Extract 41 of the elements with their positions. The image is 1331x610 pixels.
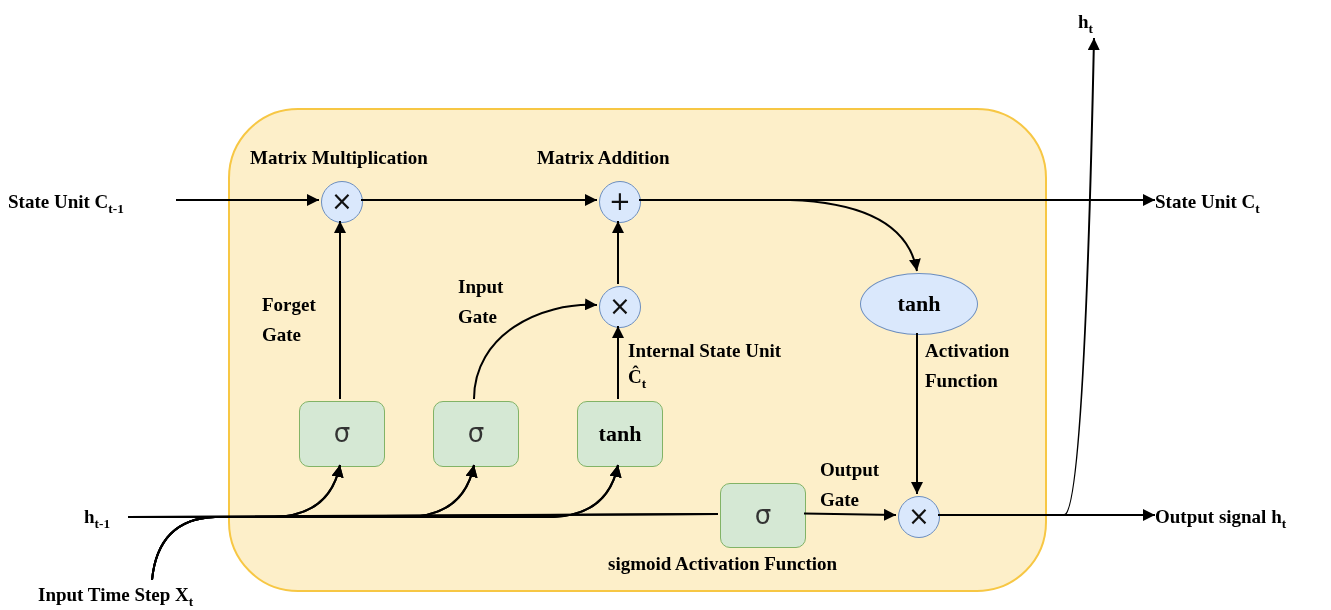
- gate-box: [433, 401, 519, 467]
- arrow: [803, 508, 897, 521]
- signal-label: h$_{t}$: [1078, 10, 1093, 34]
- arrow: [911, 332, 923, 495]
- gate-box: [299, 401, 385, 467]
- arrow: [612, 220, 624, 285]
- operator-symbol: ×: [908, 501, 930, 533]
- operator-symbol: ×: [331, 186, 353, 218]
- signal-label: Output signal h$_{t}$: [1155, 505, 1287, 529]
- operator-circle: [599, 181, 641, 223]
- gate-box: [577, 401, 663, 467]
- lstm-cell-panel: [228, 108, 1047, 592]
- gate-label: Output Gate: [820, 458, 881, 512]
- operator-circle: [898, 496, 940, 538]
- signal-label: h$_{t-1}$: [84, 505, 111, 529]
- function-label: sigmoid Activation Function: [608, 552, 839, 576]
- function-label: tanh: [598, 420, 642, 448]
- signal-label: State Unit C$_{t}$: [1155, 190, 1260, 214]
- state-label: Internal State Unit: [628, 339, 783, 363]
- operator-circle: [599, 286, 641, 328]
- arrow: [334, 220, 346, 400]
- operation-label: Matrix Addition: [537, 146, 671, 170]
- operator-symbol: +: [609, 186, 631, 218]
- signal-label: Input Time Step X$_{t}$: [38, 583, 194, 607]
- function-label: tanh: [897, 290, 941, 318]
- state-symbol: Ĉ$_{t}$: [628, 364, 648, 392]
- gate-box: [720, 483, 806, 548]
- arrow: [175, 194, 320, 206]
- arrow: [473, 299, 598, 400]
- gate-label: Input Gate: [458, 275, 505, 329]
- operation-label: Matrix Multiplication: [250, 146, 429, 170]
- gate-label: Forget Gate: [262, 293, 317, 347]
- function-label: Activation Function: [925, 339, 1011, 393]
- arrow: [612, 325, 624, 400]
- sigma-symbol: σ: [467, 418, 485, 450]
- arrow: [360, 194, 598, 206]
- sigma-symbol: σ: [754, 499, 772, 532]
- operator-circle: [321, 181, 363, 223]
- sigma-symbol: σ: [333, 418, 351, 450]
- operator-symbol: ×: [609, 291, 631, 323]
- signal-label: State Unit C$_{t-1}$: [8, 190, 124, 214]
